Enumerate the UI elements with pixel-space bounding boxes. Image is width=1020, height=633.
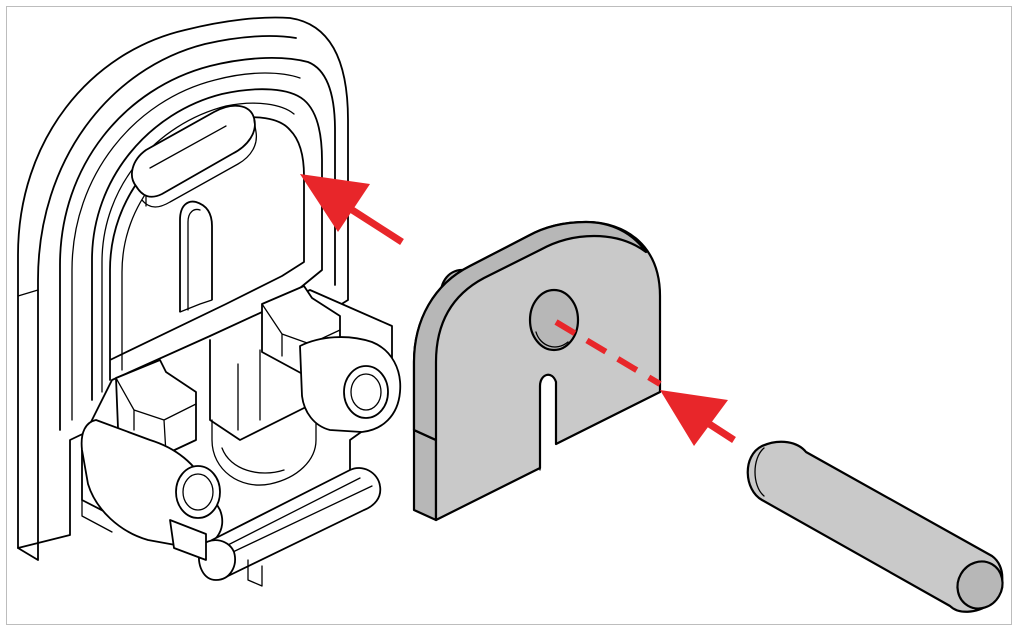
clip-plate xyxy=(412,220,662,522)
arrow-insert-pin xyxy=(660,390,736,446)
arrow-shaft xyxy=(344,203,404,245)
clip-plate-side xyxy=(412,428,438,522)
pin xyxy=(746,440,1004,613)
pin-end-face xyxy=(956,560,1004,610)
arrow-head xyxy=(300,174,370,232)
bracket-front-rim xyxy=(59,57,336,431)
bracket-window-frame xyxy=(91,88,323,401)
arrow-insert-clip xyxy=(300,174,404,245)
bracket-housing xyxy=(17,16,402,587)
bracket-oval-slot xyxy=(131,104,256,198)
clip-plate-face xyxy=(412,220,662,522)
clip-plate-hole xyxy=(528,288,580,352)
bracket-vertical-slot xyxy=(179,200,213,312)
pin-alignment-line xyxy=(554,319,662,387)
bracket-plate-edge xyxy=(17,35,297,561)
arrow-head xyxy=(660,390,728,446)
clip-plate-top-edge xyxy=(412,220,648,442)
